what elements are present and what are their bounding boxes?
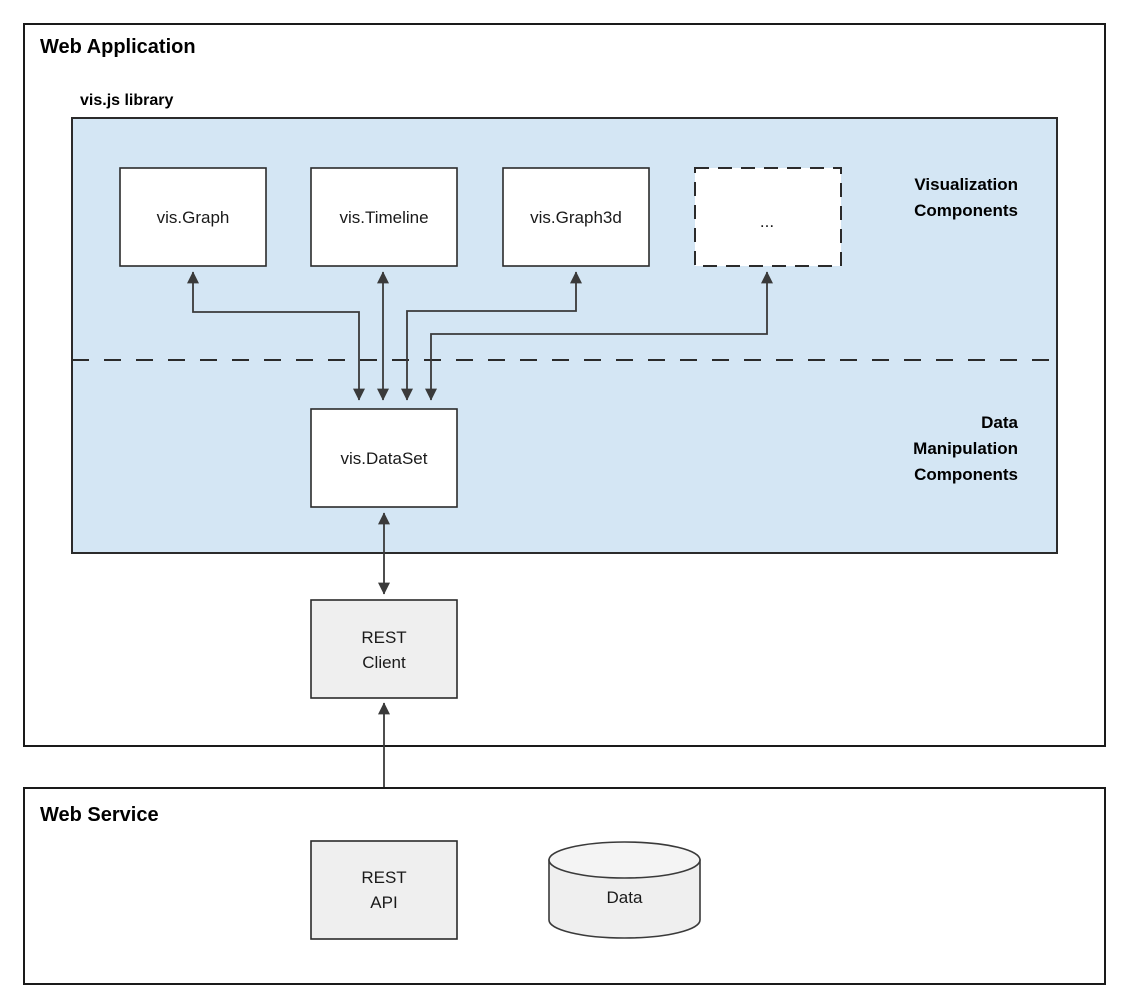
node-rest-client-label-line1: REST bbox=[361, 628, 406, 647]
node-data-store-label: Data bbox=[607, 888, 643, 907]
node-vis-dataset[interactable]: vis.DataSet bbox=[310, 408, 458, 508]
connector-dataset-more bbox=[425, 271, 773, 401]
node-vis-graph3d[interactable]: vis.Graph3d bbox=[502, 167, 650, 267]
node-vis-timeline-label: vis.Timeline bbox=[339, 208, 428, 227]
web-application-title: Web Application bbox=[40, 36, 196, 58]
node-vis-graph3d-label: vis.Graph3d bbox=[530, 208, 622, 227]
connector-dataset-visgraph bbox=[187, 271, 365, 401]
vis-js-library-title: vis.js library bbox=[80, 92, 173, 109]
node-vis-graph-label: vis.Graph bbox=[157, 208, 230, 227]
visualization-components-label-line1: Visualization bbox=[914, 175, 1018, 194]
node-rest-api-label-line2: API bbox=[370, 893, 397, 912]
node-rest-api-label-line1: REST bbox=[361, 868, 406, 887]
data-manipulation-label-line3: Components bbox=[914, 465, 1018, 484]
node-rest-client-label-line2: Client bbox=[362, 653, 406, 672]
web-service-title: Web Service bbox=[40, 804, 159, 826]
node-more-components-label: ... bbox=[760, 212, 774, 231]
node-rest-client[interactable]: REST Client bbox=[310, 599, 458, 699]
data-manipulation-label-line1: Data bbox=[981, 413, 1018, 432]
node-vis-timeline[interactable]: vis.Timeline bbox=[310, 167, 458, 267]
data-manipulation-label-line2: Manipulation bbox=[913, 439, 1018, 458]
node-vis-graph[interactable]: vis.Graph bbox=[119, 167, 267, 267]
node-rest-api[interactable]: REST API bbox=[310, 840, 458, 940]
visualization-components-label-line2: Components bbox=[914, 201, 1018, 220]
node-more-components[interactable]: ... bbox=[694, 167, 842, 267]
node-data-store[interactable]: Data bbox=[548, 841, 701, 939]
node-vis-dataset-label: vis.DataSet bbox=[341, 449, 428, 468]
